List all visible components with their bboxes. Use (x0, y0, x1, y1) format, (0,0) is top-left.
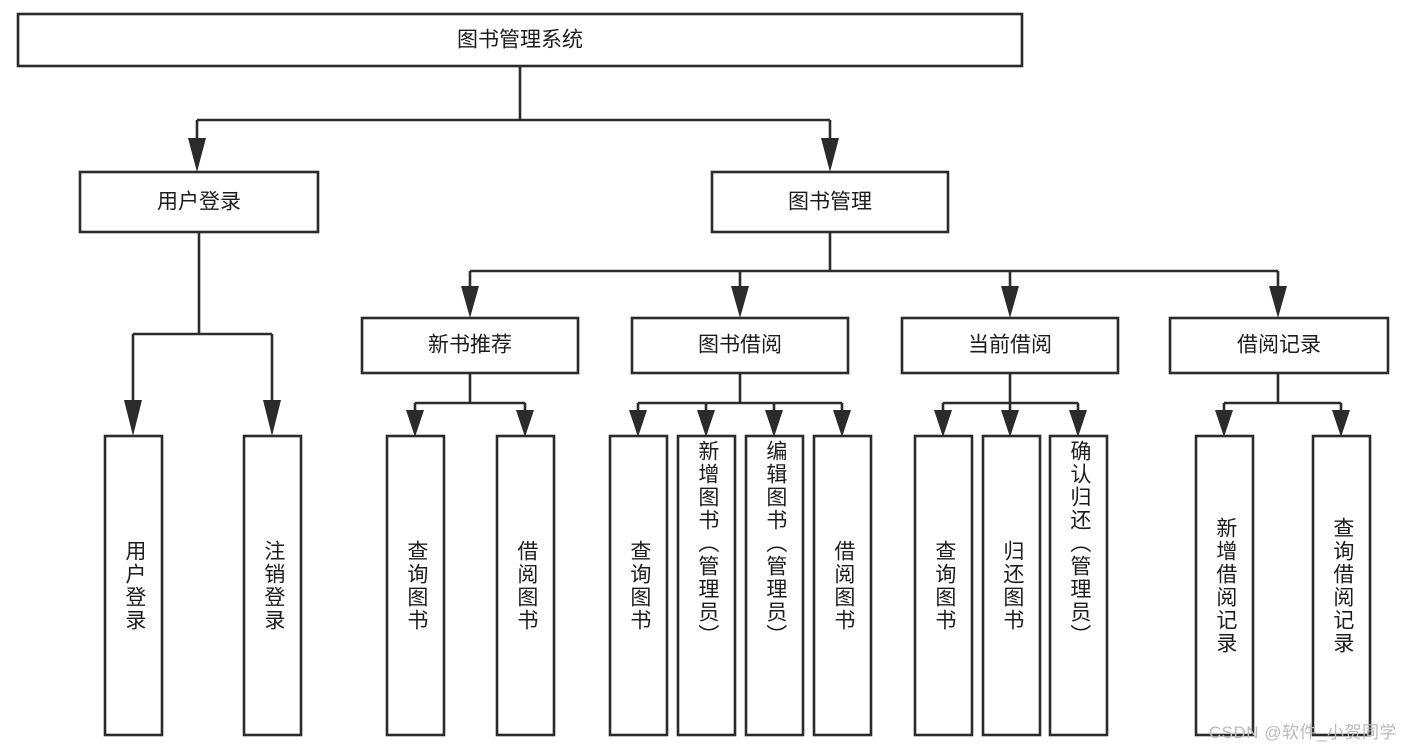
arrow-head-icon (124, 400, 142, 436)
arrow-head-icon (263, 400, 281, 436)
leaf-box-current-borrow-1[interactable] (913, 434, 974, 737)
arrow-head-icon (1001, 410, 1019, 437)
leaf-box-book-borrow-3[interactable] (744, 434, 805, 737)
leaf-box-current-borrow-3[interactable] (1048, 434, 1109, 737)
node-root[interactable]: 图书管理系统 (16, 12, 1024, 68)
leaf-box-new-book-1[interactable] (385, 434, 446, 737)
node-root-box[interactable] (16, 12, 1024, 68)
node-user-login-label: 用户登录 (157, 191, 241, 214)
arrow-head-icon (697, 410, 715, 437)
arrow-head-icon (188, 138, 206, 172)
connector-group-current-borrow (934, 373, 1087, 437)
node-current-borrow[interactable]: 当前借阅 (900, 316, 1120, 375)
leaf-box-new-book-2[interactable] (495, 434, 556, 737)
node-current-borrow-box[interactable] (900, 316, 1120, 375)
node-borrow-record-label: 借阅记录 (1237, 334, 1321, 357)
node-book-borrow[interactable]: 图书借阅 (630, 316, 850, 375)
node-book-manage-box[interactable] (710, 170, 950, 234)
connector-group-book-manage (461, 232, 1287, 318)
arrow-head-icon (1069, 410, 1087, 437)
arrow-head-icon (1001, 286, 1019, 318)
node-new-book-recommend-box[interactable] (360, 316, 580, 375)
leaf-box-book-borrow-1[interactable] (608, 434, 669, 737)
node-book-borrow-box[interactable] (630, 316, 850, 375)
leaf-box-user-login-2[interactable] (242, 434, 303, 737)
connector-group-book-borrow (629, 373, 851, 437)
arrow-head-icon (406, 410, 424, 437)
node-borrow-record[interactable]: 借阅记录 (1168, 316, 1390, 375)
node-user-login[interactable]: 用户登录 (78, 170, 320, 234)
node-current-borrow-label: 当前借阅 (968, 334, 1052, 357)
leaf-box-book-borrow-4[interactable] (812, 434, 873, 737)
node-user-login-box[interactable] (78, 170, 320, 234)
arrow-head-icon (1215, 410, 1233, 437)
arrow-head-icon (461, 286, 479, 318)
leaf-box-borrow-record-2[interactable] (1311, 434, 1372, 737)
connector-group-root (188, 66, 839, 172)
node-book-manage-label: 图书管理 (788, 191, 872, 214)
connector-group-new-book (406, 373, 534, 437)
node-book-manage[interactable]: 图书管理 (710, 170, 950, 234)
arrow-head-icon (1332, 410, 1350, 437)
node-new-book-recommend-label: 新书推荐 (428, 334, 512, 357)
node-root-label: 图书管理系统 (457, 29, 583, 52)
connector-group-borrow-record (1215, 373, 1350, 437)
leaf-box-current-borrow-2[interactable] (981, 434, 1042, 737)
leaf-box-borrow-record-1[interactable] (1194, 434, 1255, 737)
node-book-borrow-label: 图书借阅 (698, 334, 782, 357)
arrow-head-icon (821, 138, 839, 172)
arrow-head-icon (1269, 286, 1287, 318)
arrow-head-icon (629, 410, 647, 437)
arrow-head-icon (516, 410, 534, 437)
leaf-box-book-borrow-2[interactable] (676, 434, 737, 737)
arrow-head-icon (731, 286, 749, 318)
arrow-head-icon (934, 410, 952, 437)
connector-group-user-login (124, 232, 281, 436)
arrow-head-icon (765, 410, 783, 437)
leaf-box-user-login-1[interactable] (103, 434, 164, 737)
node-new-book-recommend[interactable]: 新书推荐 (360, 316, 580, 375)
node-borrow-record-box[interactable] (1168, 316, 1390, 375)
arrow-head-icon (833, 410, 851, 437)
